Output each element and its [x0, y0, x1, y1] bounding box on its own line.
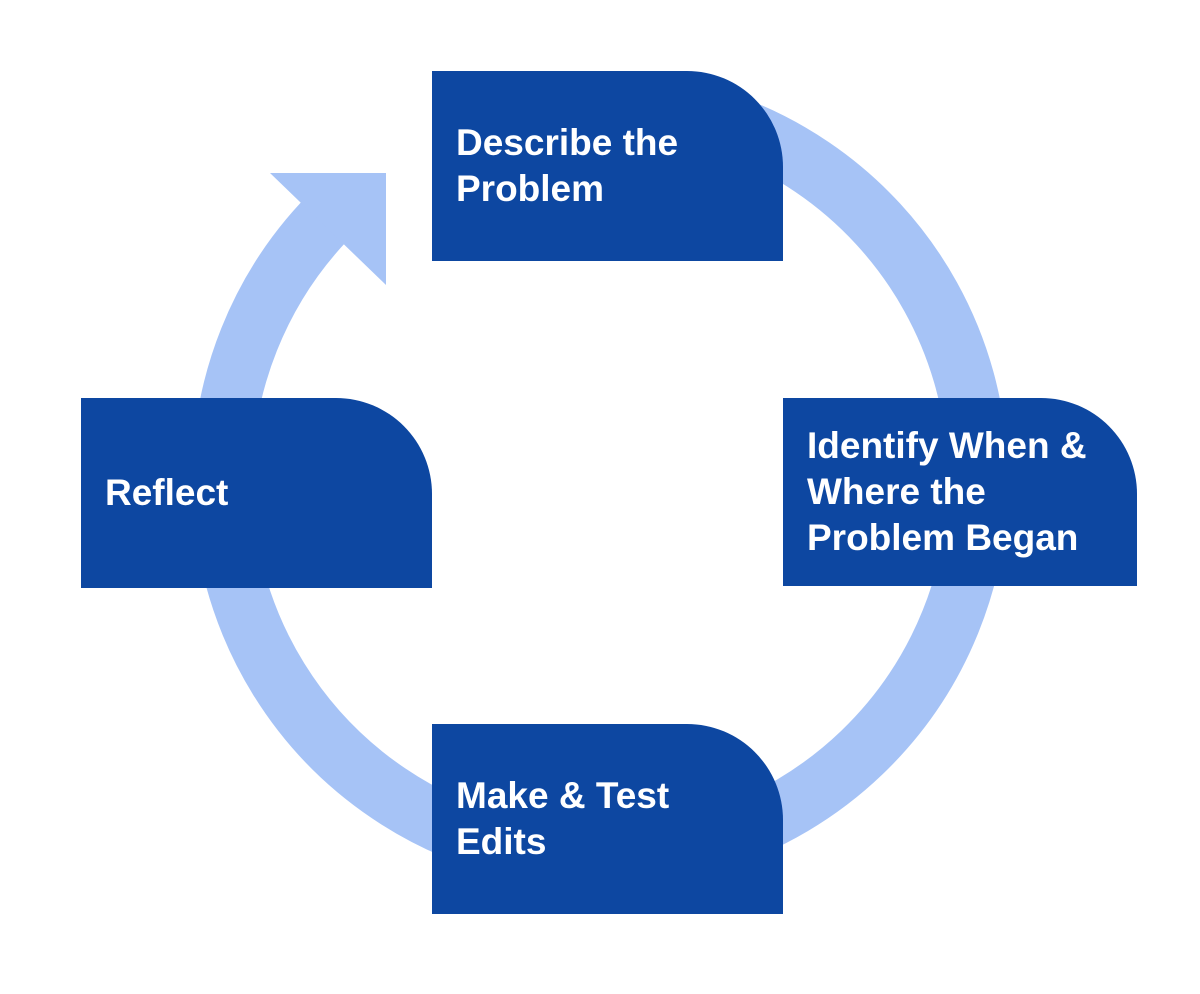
arrow-head-icon [270, 173, 386, 285]
step-box-identify-when-where: Identify When & Where the Problem Began [783, 398, 1137, 586]
step-box-make-test-edits: Make & Test Edits [432, 724, 783, 914]
step-box-reflect: Reflect [81, 398, 432, 588]
step-label: Reflect [105, 472, 229, 513]
step-label: Make & Test Edits [456, 775, 670, 862]
step-box-describe-problem: Describe the Problem [432, 71, 783, 261]
step-label: Identify When & Where the Problem Began [807, 425, 1087, 558]
step-label: Describe the Problem [456, 122, 679, 209]
